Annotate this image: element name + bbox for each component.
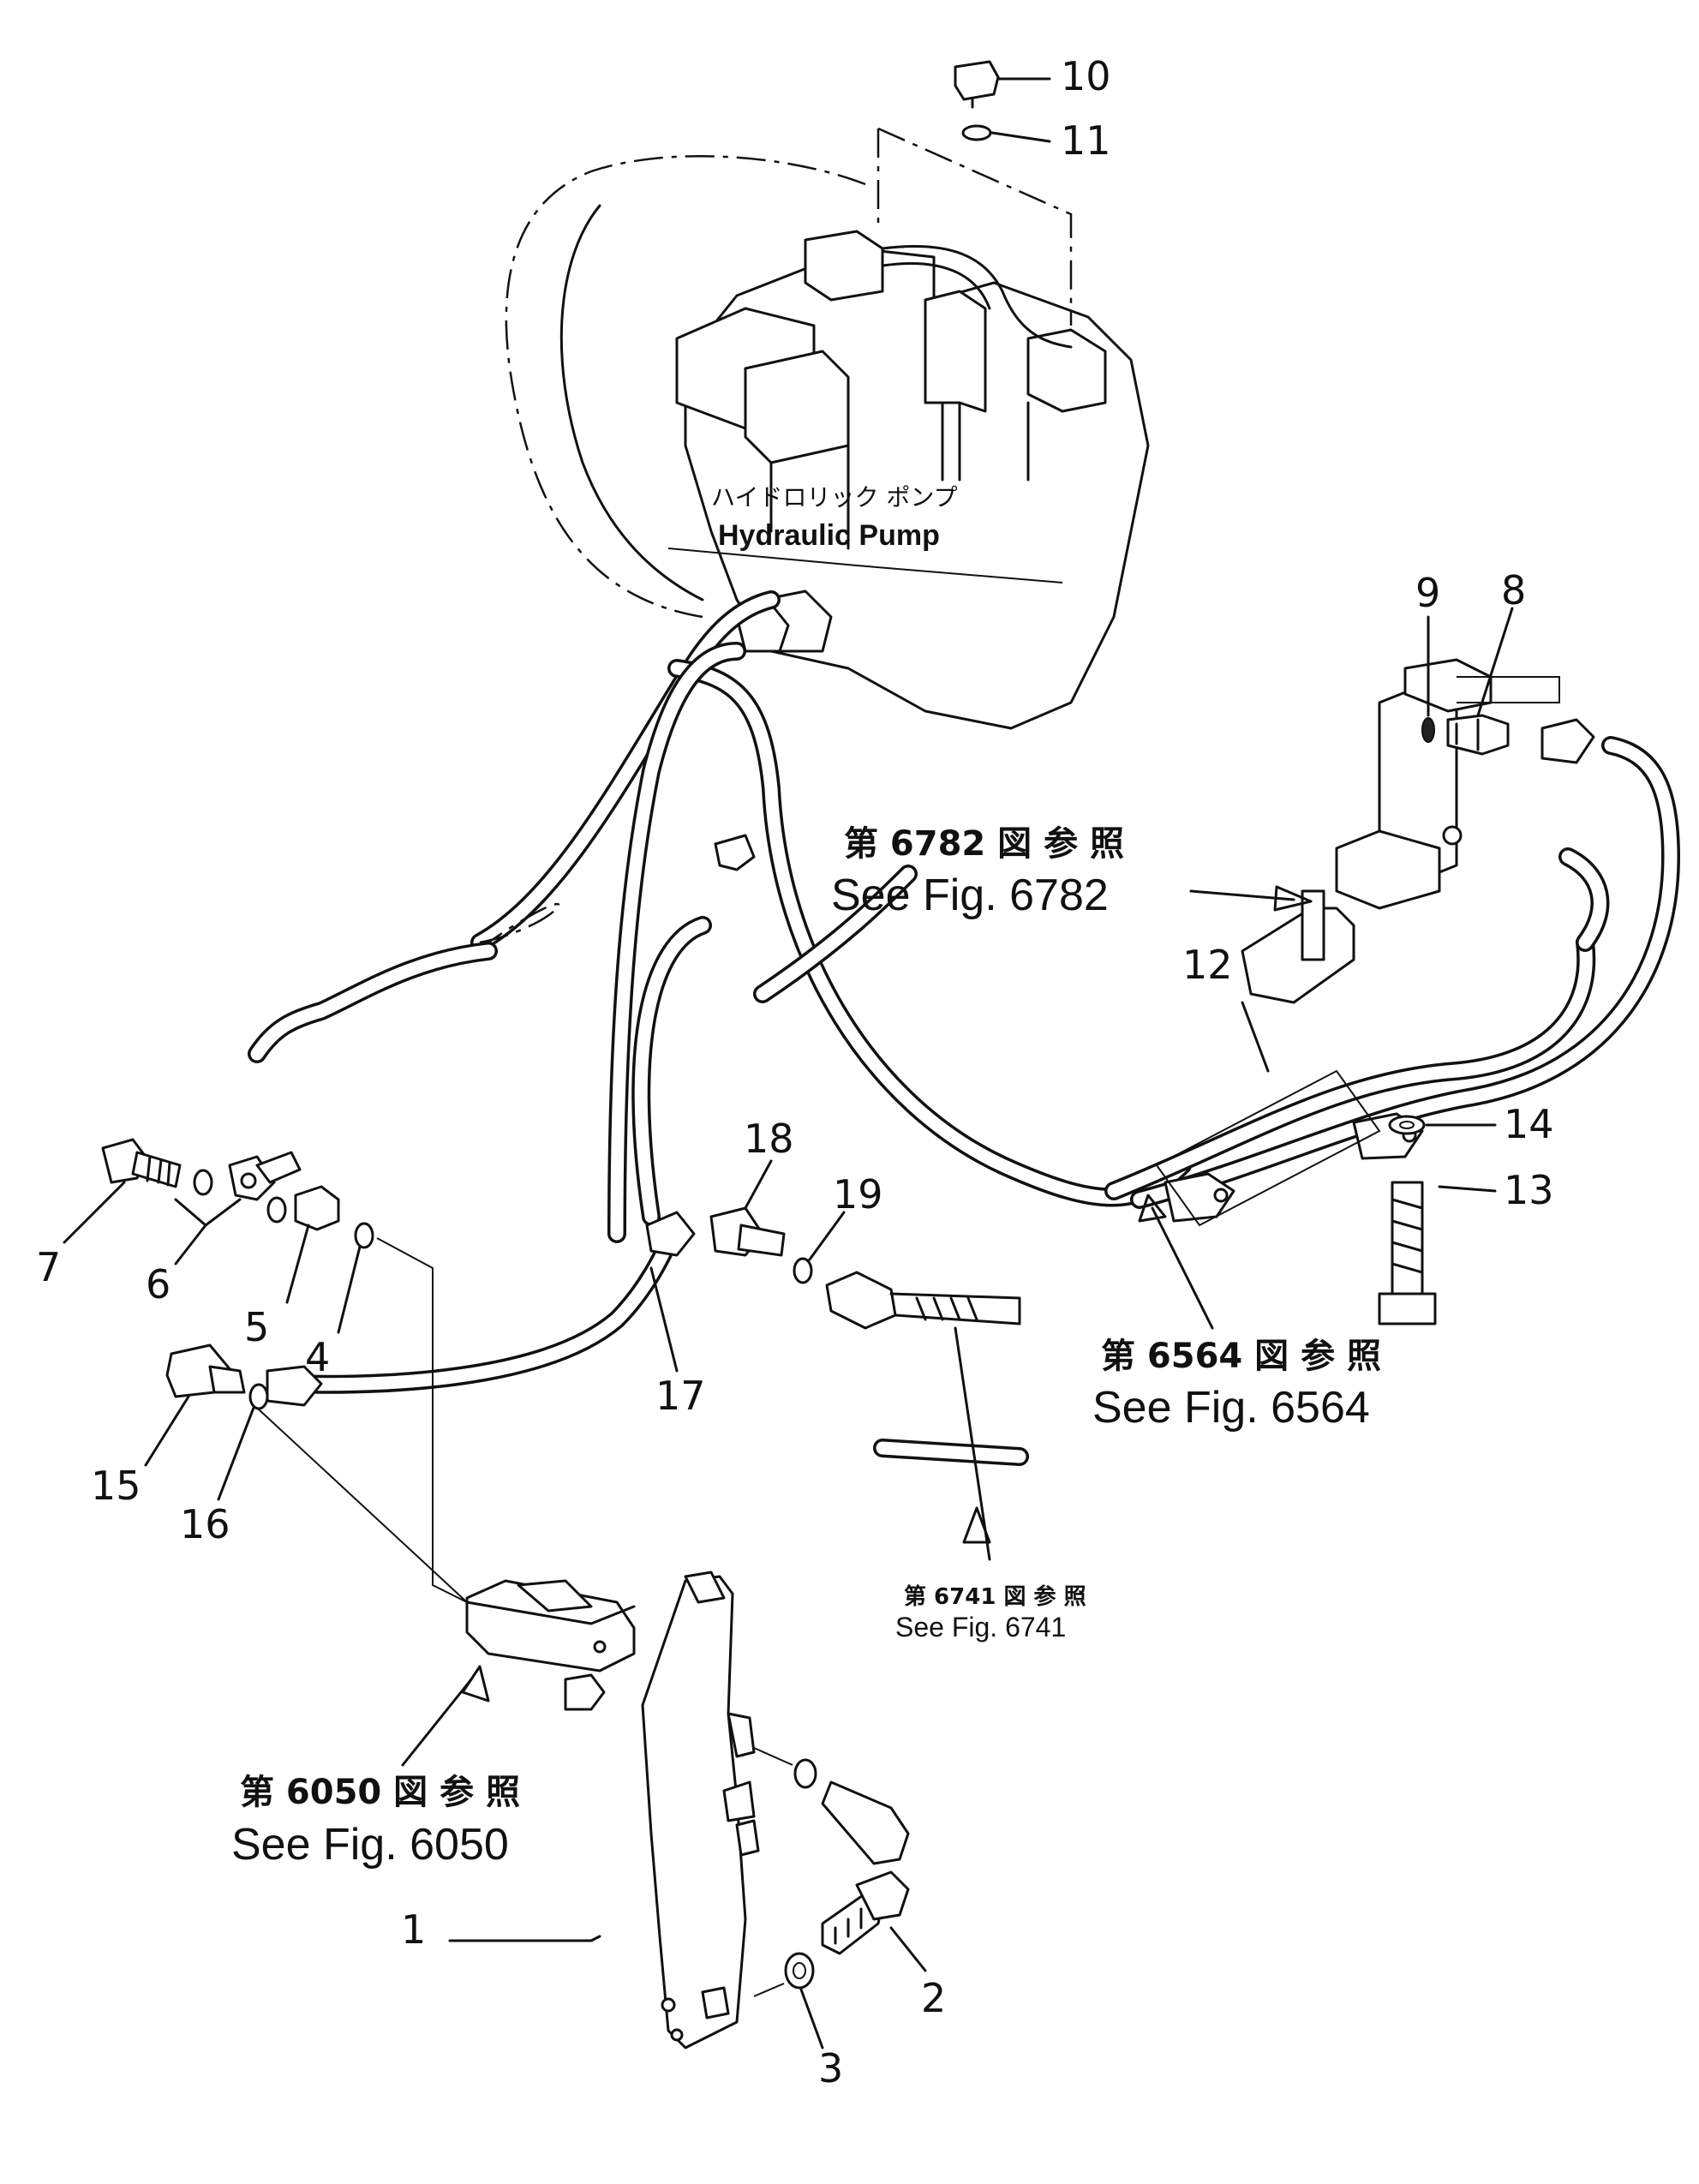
ref-6741-jp: 第 6741 図 参 照	[904, 1583, 1086, 1610]
callout-18: 18	[744, 1116, 794, 1162]
hydraulic-pump: ハイドロリック ポンプ Hydraulic Pump	[505, 127, 1150, 730]
callout-5: 5	[244, 1304, 269, 1350]
elbow-18	[709, 1159, 786, 1257]
bolt-13	[1378, 1181, 1497, 1325]
hose-17-ends	[266, 1211, 696, 1407]
bolt-and-washer-upper	[753, 1747, 910, 1865]
union-5	[285, 1185, 340, 1304]
o-ring-11	[961, 124, 1051, 143]
ref-6050-en: See Fig. 6050	[231, 1820, 509, 1870]
ref-6564-en: See Fig. 6564	[1092, 1383, 1370, 1433]
ref-6741-en: See Fig. 6741	[895, 1612, 1066, 1642]
callout-16: 16	[180, 1501, 230, 1547]
fitting-6741	[825, 1271, 1021, 1561]
callout-numbers: 1 2 3 4 5 6 7 8 9 10 11 12 13 14 15 16 1…	[36, 53, 1554, 2091]
valve-block-6050	[401, 1579, 636, 1767]
callout-9: 9	[1415, 570, 1440, 616]
ref-fig-6741: 第 6741 図 参 照 See Fig. 6741	[895, 1583, 1086, 1642]
bolt-2	[821, 1870, 927, 1972]
ref-fig-6564: 第 6564 図 参 照 See Fig. 6564	[1092, 1194, 1381, 1433]
plug-10	[954, 60, 1051, 109]
callout-10: 10	[1061, 53, 1111, 99]
hose-end-left	[228, 1151, 302, 1201]
bracket-1	[448, 1571, 760, 2049]
callout-12: 12	[1182, 942, 1233, 988]
callout-3: 3	[818, 2045, 843, 2091]
washer-3	[753, 1952, 824, 2049]
callout-7: 7	[36, 1244, 61, 1290]
callout-19: 19	[833, 1171, 883, 1218]
elbow-15	[144, 1343, 246, 1467]
callout-17: 17	[655, 1373, 706, 1419]
ref-fig-6050: 第 6050 図 参 照 See Fig. 6050	[231, 1773, 520, 1870]
o-rings-6	[174, 1169, 287, 1266]
callout-11: 11	[1061, 117, 1111, 164]
o-ring-19	[793, 1211, 846, 1284]
ref-6782-jp: 第 6782 図 参 照	[844, 824, 1124, 864]
o-ring-16	[217, 1383, 468, 1603]
pump-label-jp: ハイドロリック ポンプ	[711, 483, 958, 512]
callout-6: 6	[146, 1261, 170, 1307]
o-ring-4	[337, 1222, 468, 1603]
ref-6564-jp: 第 6564 図 参 照	[1101, 1337, 1381, 1376]
hose-assembly	[248, 590, 1680, 1466]
callout-13: 13	[1504, 1167, 1554, 1213]
callout-14: 14	[1504, 1101, 1554, 1147]
callout-2: 2	[921, 1975, 946, 2021]
callout-4: 4	[305, 1334, 330, 1380]
washer-14	[1388, 1115, 1497, 1135]
ref-fig-6782: 第 6782 図 参 照 See Fig. 6782	[831, 824, 1313, 920]
pump-label-en: Hydraulic Pump	[718, 519, 940, 552]
ref-6782-en: See Fig. 6782	[831, 871, 1109, 920]
bolt-7	[63, 1138, 182, 1244]
callout-1: 1	[401, 1906, 426, 1953]
callout-15: 15	[91, 1463, 141, 1509]
ref-6050-jp: 第 6050 図 参 照	[240, 1773, 520, 1812]
callout-8: 8	[1501, 567, 1526, 613]
adapter-8	[1446, 607, 1595, 764]
o-ring-9	[1421, 615, 1435, 743]
bracket-6782	[1241, 658, 1560, 1004]
